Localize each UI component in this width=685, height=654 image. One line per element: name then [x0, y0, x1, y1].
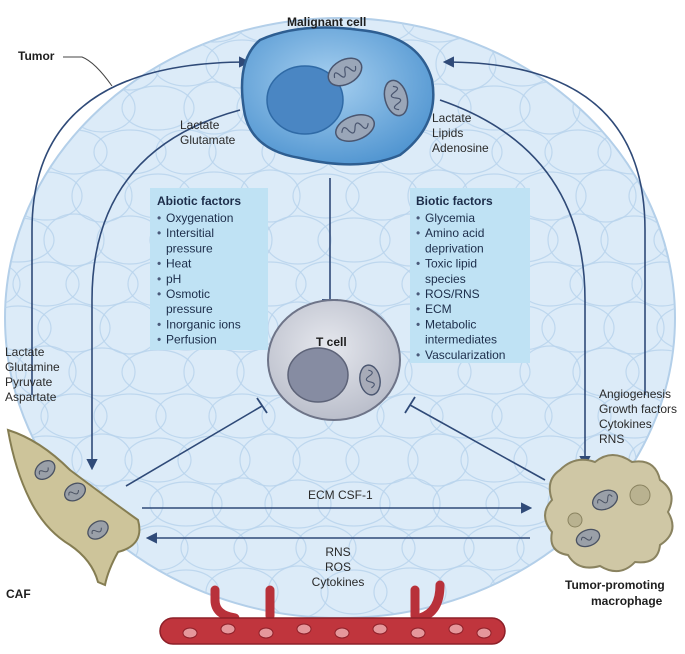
malignant-cell — [240, 26, 435, 166]
caf-label: CAF — [6, 587, 31, 601]
abiotic-item: pressure — [166, 241, 213, 255]
signal-line: Lipids — [432, 126, 463, 140]
signal-line: Cytokines — [312, 575, 365, 589]
abiotic-bullet: • — [157, 333, 161, 347]
signal-line: Cytokines — [599, 417, 652, 431]
mitochondrion-icon — [575, 528, 601, 548]
abiotic-item: Heat — [166, 257, 192, 271]
biotic-bullet: • — [416, 302, 420, 316]
arrow-caf-to-malignant — [31, 56, 251, 395]
signal-line: RNS — [325, 545, 350, 559]
abiotic-bullet: • — [157, 257, 161, 271]
abiotic-item: Inorganic ions — [166, 317, 241, 331]
abiotic-bullet: • — [157, 317, 161, 331]
biotic-item: species — [425, 272, 466, 286]
biotic-item: Glycemia — [425, 211, 475, 225]
malignant-cell-label: Malignant cell — [287, 15, 366, 29]
abiotic-item: Perfusion — [166, 333, 217, 347]
signal-line: Glutamine — [5, 360, 60, 374]
signal-line: Lactate — [432, 111, 472, 125]
signal-line: Adenosine — [432, 141, 489, 155]
abiotic-items: •Oxygenation•Intersitialpressure•Heat•pH… — [157, 211, 241, 347]
mitochondrion-icon — [359, 364, 381, 396]
mitochondrion-icon — [327, 57, 363, 87]
inhibit-caf-to-tcell — [125, 405, 263, 487]
blood-vessel — [159, 580, 506, 645]
inhibit-macrophage-to-tcell — [409, 404, 546, 481]
tumor-label: Tumor — [18, 49, 55, 63]
t-cell-label: T cell — [316, 335, 347, 349]
signal-line: Pyruvate — [5, 375, 53, 389]
signal-line: Lactate — [180, 118, 220, 132]
biotic-bullet: • — [416, 211, 420, 225]
biotic-item: Vascularization — [425, 348, 505, 362]
biotic-item: intermediates — [425, 333, 497, 347]
biotic-item: ECM — [425, 302, 452, 316]
mitochondrion-icon — [383, 79, 409, 117]
abiotic-bullet: • — [157, 211, 161, 225]
biotic-bullet: • — [416, 348, 420, 362]
abiotic-title: Abiotic factors — [157, 194, 241, 208]
mitochondrion-icon — [87, 520, 109, 540]
biotic-bullet: • — [416, 257, 420, 271]
biotic-bullet: • — [416, 226, 420, 240]
arrow-malignant-to-macrophage — [439, 99, 591, 468]
signal-line: Glutamate — [180, 133, 236, 147]
signal-line: Growth factors — [599, 402, 677, 416]
macrophage-label-2: macrophage — [591, 594, 663, 608]
arrow-malignant-to-caf — [86, 109, 241, 471]
abiotic-item: Osmotic — [166, 287, 210, 301]
abiotic-bullet: • — [157, 226, 161, 240]
abiotic-item: pressure — [166, 302, 213, 316]
abiotic-item: pH — [166, 272, 181, 286]
arrows — [31, 56, 646, 544]
macrophage-cell — [544, 454, 674, 573]
biotic-item: Metabolic — [425, 317, 476, 331]
tumor-leader-line — [63, 56, 113, 87]
caf-cell — [6, 428, 141, 587]
biotic-item: ROS/RNS — [425, 287, 480, 301]
biotic-bullet: • — [416, 317, 420, 331]
abiotic-item: Intersitial — [166, 226, 214, 240]
biotic-item: Amino acid — [425, 226, 484, 240]
mitochondrion-icon — [591, 489, 619, 511]
mitochondrion-icon — [64, 482, 86, 502]
abiotic-bullet: • — [157, 272, 161, 286]
signal-line: RNS — [599, 432, 624, 446]
t-cell — [267, 299, 401, 421]
signal-line: Angiogenesis — [599, 387, 671, 401]
abiotic-bullet: • — [157, 287, 161, 301]
signal-line: Aspartate — [5, 390, 57, 404]
malignant-nucleus — [266, 65, 344, 135]
signal-line: Lactate — [5, 345, 45, 359]
biotic-factors-box: Biotic factors • Glycemia • Amino aciddepri… — [410, 188, 530, 363]
abiotic-item: Oxygenation — [166, 211, 233, 225]
biotic-bullet: • — [416, 287, 420, 301]
biotic-title: Biotic factors — [416, 194, 493, 208]
biotic-item: deprivation — [425, 241, 484, 255]
mitochondrion-icon — [335, 114, 375, 142]
macrophage-label-1: Tumor-promoting — [565, 578, 665, 592]
biotic-item: Toxic lipid — [425, 257, 477, 271]
arrow-macrophage-to-malignant — [442, 56, 646, 395]
abiotic-factors-box: Abiotic factors • Oxygenation • Intersitial… — [150, 188, 268, 350]
signal-line: ROS — [325, 560, 351, 574]
signal-caf-to-macrophage: ECM CSF-1 — [308, 488, 373, 502]
mitochondrion-icon — [34, 459, 56, 481]
t-cell-nucleus — [287, 347, 349, 403]
